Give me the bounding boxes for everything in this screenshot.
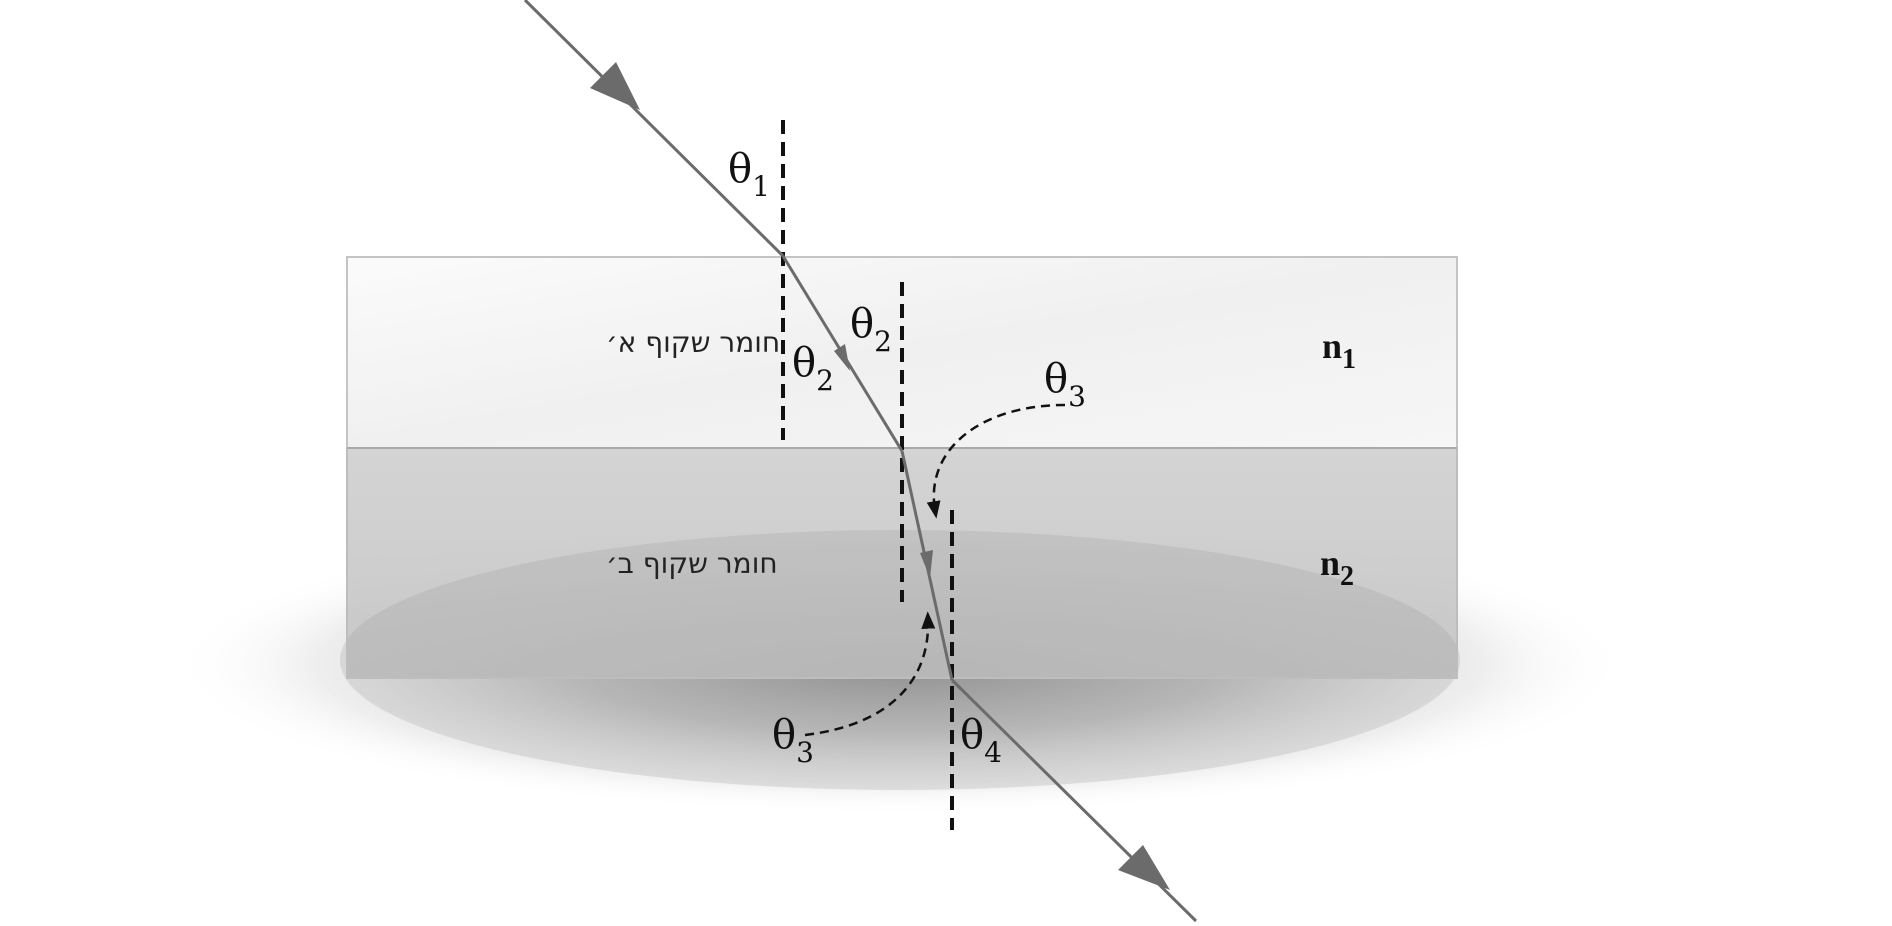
label-theta3-bottom: θ3 — [772, 712, 814, 769]
theta3-top-arc — [926, 403, 1066, 519]
theta3-bottom-arc — [804, 611, 936, 737]
label-material-b: חומר שקוף ב׳ — [606, 547, 778, 580]
label-theta4: θ4 — [960, 712, 1002, 769]
label-n2: n2 — [1320, 543, 1354, 592]
label-material-a: חומר שקוף א׳ — [606, 326, 780, 359]
ray-arrow-b — [920, 550, 933, 578]
ray-arrow-incident — [590, 62, 640, 110]
label-theta2-right: θ2 — [850, 301, 892, 358]
label-theta2-left: θ2 — [792, 340, 834, 397]
ray-arrow-a — [834, 344, 850, 371]
ray-incident — [523, 0, 785, 258]
label-theta1: θ1 — [728, 146, 770, 203]
layer-bottom-shading — [340, 530, 1460, 790]
ray-arrow-exit — [1118, 845, 1170, 890]
label-theta3-top: θ3 — [1044, 356, 1086, 413]
label-n1: n1 — [1322, 326, 1356, 375]
